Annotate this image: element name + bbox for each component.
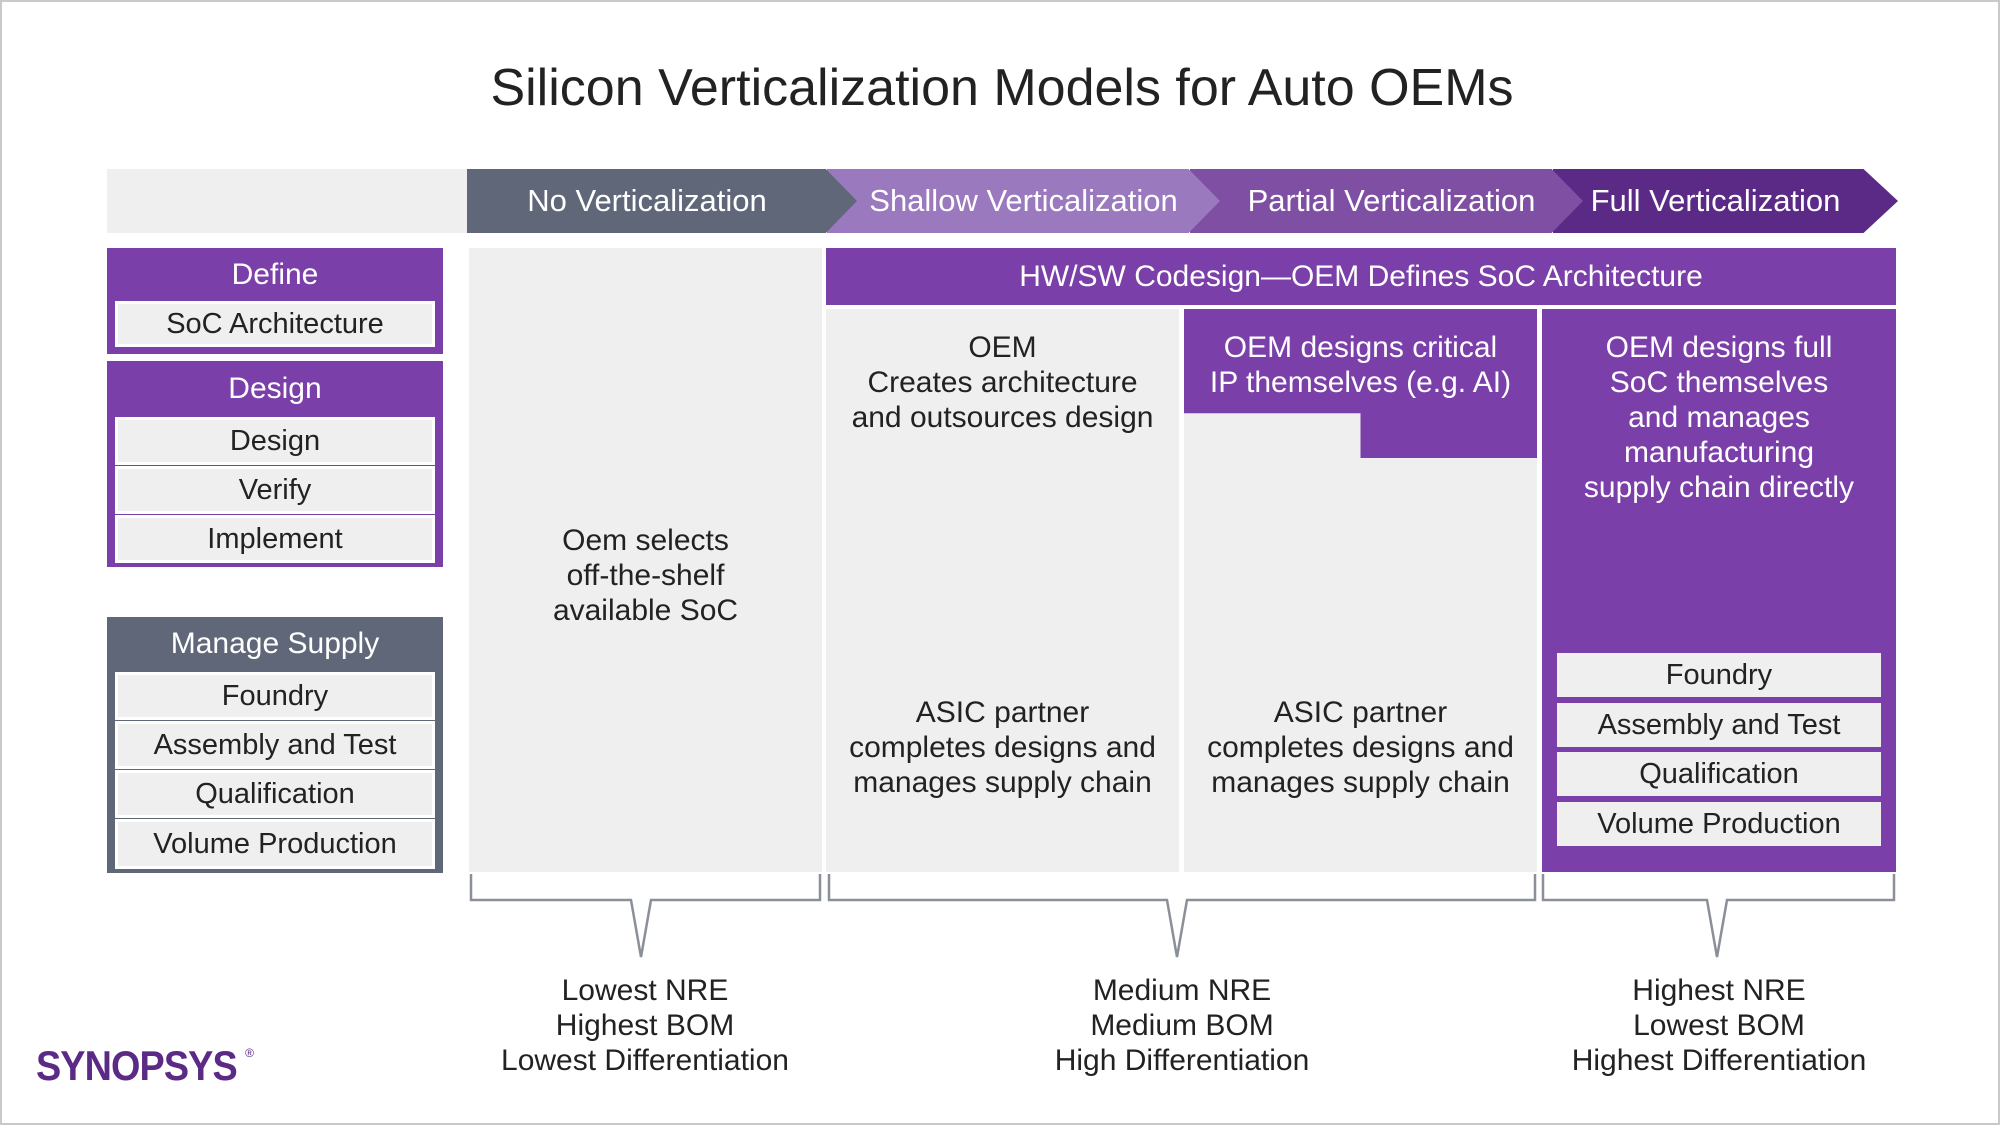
codesign-banner: HW/SW Codesign—OEM Defines SoC Architect… — [826, 248, 1896, 305]
shallow-top-text: OEM Creates architecture and outsources … — [851, 331, 1154, 434]
design-item: Design — [115, 417, 435, 465]
manage-supply-panel: Manage Supply Foundry Assembly and Test … — [107, 617, 443, 873]
brace-middle — [827, 874, 1537, 958]
supply-item: Foundry — [115, 672, 435, 720]
stage-full-verticalization: Full Verticalization — [1553, 169, 1898, 233]
codesign-banner-text: HW/SW Codesign—OEM Defines SoC Architect… — [1019, 259, 1703, 293]
full-item: Qualification — [1557, 752, 1881, 796]
design-header: Design — [228, 372, 322, 405]
stage-label: Partial Verticalization — [1247, 183, 1536, 218]
brace-left — [469, 874, 822, 958]
design-item: Verify — [115, 466, 435, 514]
supply-item: Volume Production — [115, 819, 435, 869]
full-top-text: OEM designs full SoC themselves and mana… — [1583, 331, 1855, 504]
brace-right — [1541, 874, 1896, 958]
summary-full: Highest NRE Lowest BOM Highest Different… — [1571, 974, 1867, 1077]
supply-item: Assembly and Test — [115, 721, 435, 769]
design-panel: Design Design Verify Implement — [107, 361, 443, 567]
shallow-bottom-text: ASIC partner completes designs and manag… — [849, 696, 1156, 799]
design-item: Implement — [115, 515, 435, 563]
partial-top-text: OEM designs critical IP themselves (e.g.… — [1209, 331, 1512, 399]
full-item: Volume Production — [1557, 802, 1881, 846]
full-item: Assembly and Test — [1557, 703, 1881, 747]
synopsys-logo: SYNOPSYS ® — [36, 1042, 254, 1092]
summary-shallow-partial: Medium NRE Medium BOM High Differentiati… — [1054, 974, 1310, 1077]
manage-supply-header: Manage Supply — [170, 627, 380, 660]
stage-band-spacer — [107, 169, 467, 233]
supply-item: Qualification — [115, 770, 435, 818]
partial-bottom-text: ASIC partner completes designs and manag… — [1207, 696, 1514, 799]
stage-label: Shallow Verticalization — [869, 183, 1178, 218]
summary-no-verticalization: Lowest NRE Highest BOM Lowest Differenti… — [501, 974, 789, 1077]
logo-text: SYNOPSYS — [36, 1042, 238, 1089]
registered-mark: ® — [245, 1046, 254, 1060]
define-panel: Define SoC Architecture — [107, 248, 443, 354]
define-header: Define — [231, 258, 319, 291]
shallow-column — [826, 309, 1179, 872]
stage-partial-verticalization: Partial Verticalization — [1190, 169, 1583, 233]
full-items: Foundry Assembly and Test Qualification … — [1542, 652, 1896, 852]
stage-label: No Verticalization — [527, 183, 767, 218]
stage-no-verticalization: No Verticalization — [467, 169, 857, 233]
diagram-title: Silicon Verticalization Models for Auto … — [490, 59, 1514, 117]
define-item: SoC Architecture — [115, 301, 435, 347]
no-verticalization-text: Oem selects off-the-shelf available SoC — [552, 524, 739, 627]
no-verticalization-column — [469, 248, 822, 872]
full-item: Foundry — [1557, 653, 1881, 697]
stage-shallow-verticalization: Shallow Verticalization — [827, 169, 1220, 233]
stage-label: Full Verticalization — [1590, 183, 1841, 218]
